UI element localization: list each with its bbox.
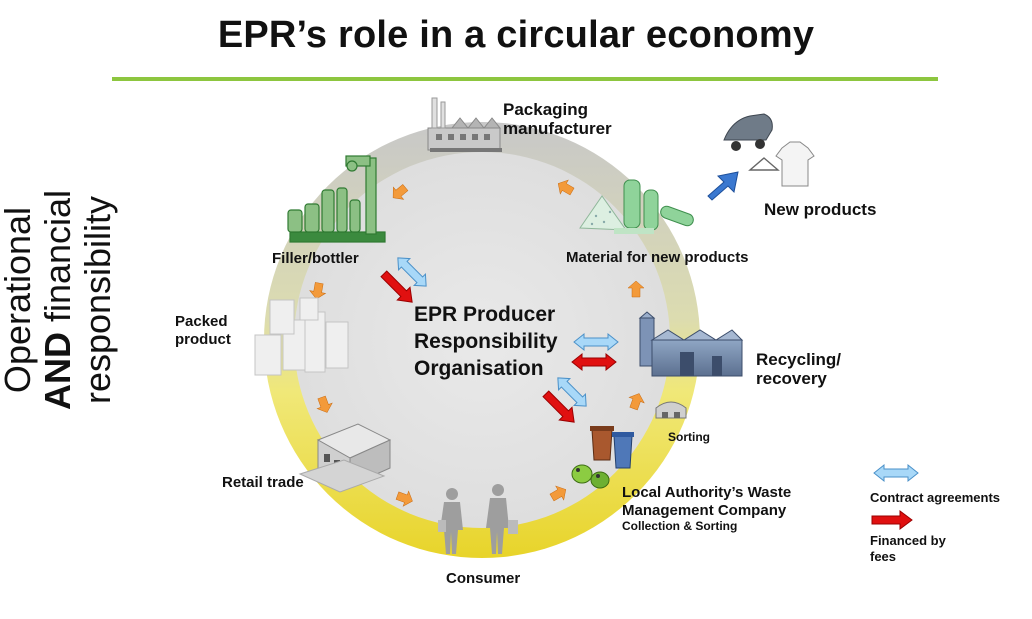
- contract-arrow-filler: [397, 257, 427, 287]
- flow-arrow-4: [627, 280, 645, 298]
- center-organisation: EPR Producer Responsibility Organisation: [414, 301, 558, 382]
- flow-arrow-7: [395, 490, 413, 507]
- center-line1: EPR Producer: [414, 303, 556, 326]
- label-consumer: Consumer: [446, 570, 521, 587]
- recycling-plant-icon: [638, 311, 744, 377]
- label-packed-line1: Packed: [175, 313, 228, 330]
- fee-arrow-authority: [542, 390, 575, 423]
- flow-arrow-2: [557, 179, 575, 196]
- label-collection-sorting: Collection & Sorting: [622, 519, 738, 533]
- flow-arrows: [309, 179, 645, 507]
- cycle-ring-inner: [294, 152, 670, 528]
- center-line2: Responsibility: [414, 330, 558, 353]
- flow-arrow-1: [392, 184, 409, 200]
- legend-fee-symbol: [871, 510, 913, 530]
- page-title: EPR’s role in a circular economy: [217, 14, 815, 56]
- new-products-arrow: [707, 171, 739, 201]
- label-sorting: Sorting: [668, 430, 710, 444]
- fee-arrow-filler: [380, 270, 413, 303]
- label-packed-product: Packed product: [175, 313, 231, 349]
- label-authority-line1: Local Authority’s Waste: [622, 484, 792, 501]
- label-material: Material for new products: [566, 249, 749, 266]
- contract-arrow-recycling: [573, 332, 619, 352]
- waste-bins-icon: [571, 426, 634, 489]
- label-local-authority: Local Authority’s Waste Management Compa…: [622, 484, 791, 520]
- legend-contract-symbol: [873, 463, 919, 483]
- packed-product-icon: [254, 297, 349, 376]
- legend-contract-label: Contract agreements: [870, 490, 1001, 505]
- flow-arrow-6: [628, 393, 645, 411]
- relationship-arrows: [380, 257, 619, 423]
- label-packaging-manufacturer: Packaging manufacturer: [503, 100, 612, 138]
- flow-arrow-3: [309, 282, 327, 300]
- new-products-icon: [723, 113, 815, 187]
- label-retail-trade: Retail trade: [222, 474, 304, 491]
- sorting-facility-icon: [655, 401, 687, 419]
- flow-arrow-8: [549, 485, 567, 502]
- legend-financed-label: Financed by fees: [870, 533, 946, 565]
- fee-arrow-recycling: [571, 352, 617, 372]
- consumer-icon: [438, 484, 518, 554]
- label-recycling-line2: recovery: [756, 369, 827, 388]
- flow-arrow-5: [316, 395, 333, 413]
- legend-financed-line2: fees: [870, 549, 897, 564]
- label-packed-line2: product: [175, 331, 231, 348]
- title-underline: [112, 77, 938, 81]
- label-recycling-line1: Recycling/: [756, 350, 842, 369]
- label-authority-line2: Management Company: [622, 502, 787, 519]
- label-new-products: New products: [764, 200, 877, 219]
- legend-financed-line1: Financed by: [870, 533, 946, 548]
- label-filler-bottler: Filler/bottler: [272, 250, 359, 267]
- label-packaging-line1: Packaging: [503, 100, 589, 119]
- label-packaging-line2: manufacturer: [503, 119, 612, 138]
- center-line3: Organisation: [414, 357, 544, 380]
- factory-icon: [427, 97, 502, 152]
- label-recycling-recovery: Recycling/ recovery: [756, 350, 841, 388]
- bottling-machine-icon: [287, 155, 386, 243]
- material-icon: [579, 179, 694, 234]
- contract-arrow-authority: [557, 377, 587, 407]
- retail-store-icon: [298, 423, 392, 493]
